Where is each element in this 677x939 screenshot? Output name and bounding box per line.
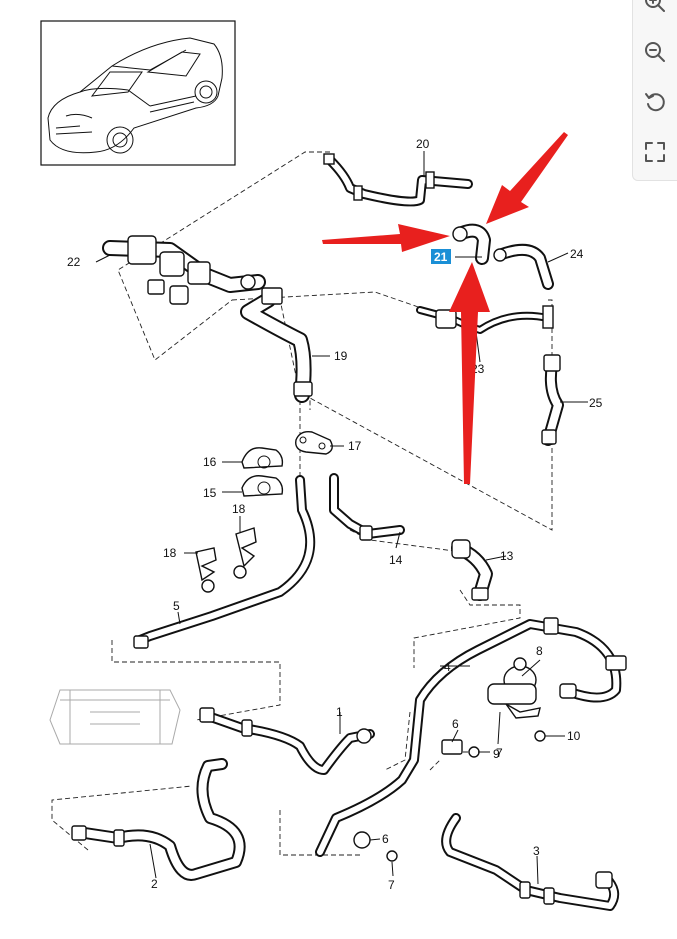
- callout-6a[interactable]: 6: [452, 717, 459, 731]
- vehicle-thumbnail: [40, 20, 236, 166]
- hose-21: [452, 223, 491, 265]
- hose-22-assembly: [102, 235, 266, 305]
- callout-5[interactable]: 5: [173, 599, 180, 613]
- callouts: 1 2 3 4 5 6 6 7 7 8 9 10 13 14 15 16 17 …: [67, 137, 603, 892]
- callout-7b[interactable]: 7: [388, 878, 395, 892]
- callout-13[interactable]: 13: [500, 549, 514, 563]
- callout-3[interactable]: 3: [533, 844, 540, 858]
- hose-5: [133, 475, 316, 649]
- callout-21-highlight[interactable]: 21: [431, 249, 451, 264]
- callout-1[interactable]: 1: [336, 705, 343, 719]
- callout-18a[interactable]: 18: [232, 502, 246, 516]
- hose-19: [240, 287, 313, 403]
- clips-18: [195, 527, 257, 593]
- bolt-10: [534, 730, 556, 742]
- callout-25[interactable]: 25: [589, 396, 603, 410]
- hose-3: [441, 813, 620, 911]
- rotate-reset-button[interactable]: [641, 88, 669, 116]
- leader-lines: [95, 151, 588, 885]
- hose-25: [541, 354, 564, 446]
- rotate-reset-icon: [645, 93, 665, 112]
- callout-2[interactable]: 2: [151, 877, 158, 891]
- red-arrow-topright: [486, 132, 568, 224]
- fullscreen-button[interactable]: [641, 138, 669, 166]
- hose-1: [199, 707, 375, 775]
- hose-20: [323, 153, 473, 207]
- hose-24: [493, 243, 554, 290]
- pump-8-9: [487, 657, 541, 719]
- callout-14[interactable]: 14: [389, 553, 403, 567]
- callout-19[interactable]: 19: [334, 349, 348, 363]
- hose-13: [451, 539, 493, 601]
- callout-21[interactable]: 21: [434, 250, 448, 264]
- module-ghost: [49, 689, 181, 745]
- flange-17: [295, 430, 333, 455]
- parts-diagram: 1 2 3 4 5 6 6 7 7 8 9 10 13 14 15 16 17 …: [40, 20, 627, 911]
- callout-9[interactable]: 9: [493, 747, 500, 761]
- zoom-in-icon: [645, 0, 665, 12]
- zoom-out-button[interactable]: [641, 38, 669, 66]
- hose-4: [315, 617, 627, 857]
- callout-18b[interactable]: 18: [163, 546, 177, 560]
- callout-20[interactable]: 20: [416, 137, 430, 151]
- callout-6b[interactable]: 6: [382, 832, 389, 846]
- callout-16[interactable]: 16: [203, 455, 217, 469]
- callout-10[interactable]: 10: [567, 729, 581, 743]
- red-arrows: [322, 132, 568, 484]
- callout-7a[interactable]: 7: [496, 746, 503, 760]
- clamps-15-16: [241, 447, 284, 497]
- callout-17[interactable]: 17: [348, 439, 362, 453]
- callout-8[interactable]: 8: [536, 644, 543, 658]
- zoom-out-icon: [645, 42, 665, 62]
- red-arrow-bottom: [449, 262, 490, 484]
- hose-2: [71, 758, 246, 881]
- callout-22[interactable]: 22: [67, 255, 81, 269]
- callout-24[interactable]: 24: [570, 247, 584, 261]
- hose-14: [329, 473, 405, 541]
- zoom-in-button[interactable]: [641, 0, 669, 16]
- callout-4[interactable]: 4: [444, 660, 451, 674]
- viewer-toolbar: [632, 0, 677, 181]
- red-arrow-left: [322, 224, 450, 252]
- fittings-6-7: [353, 739, 480, 862]
- fullscreen-icon: [645, 142, 665, 162]
- callout-15[interactable]: 15: [203, 486, 217, 500]
